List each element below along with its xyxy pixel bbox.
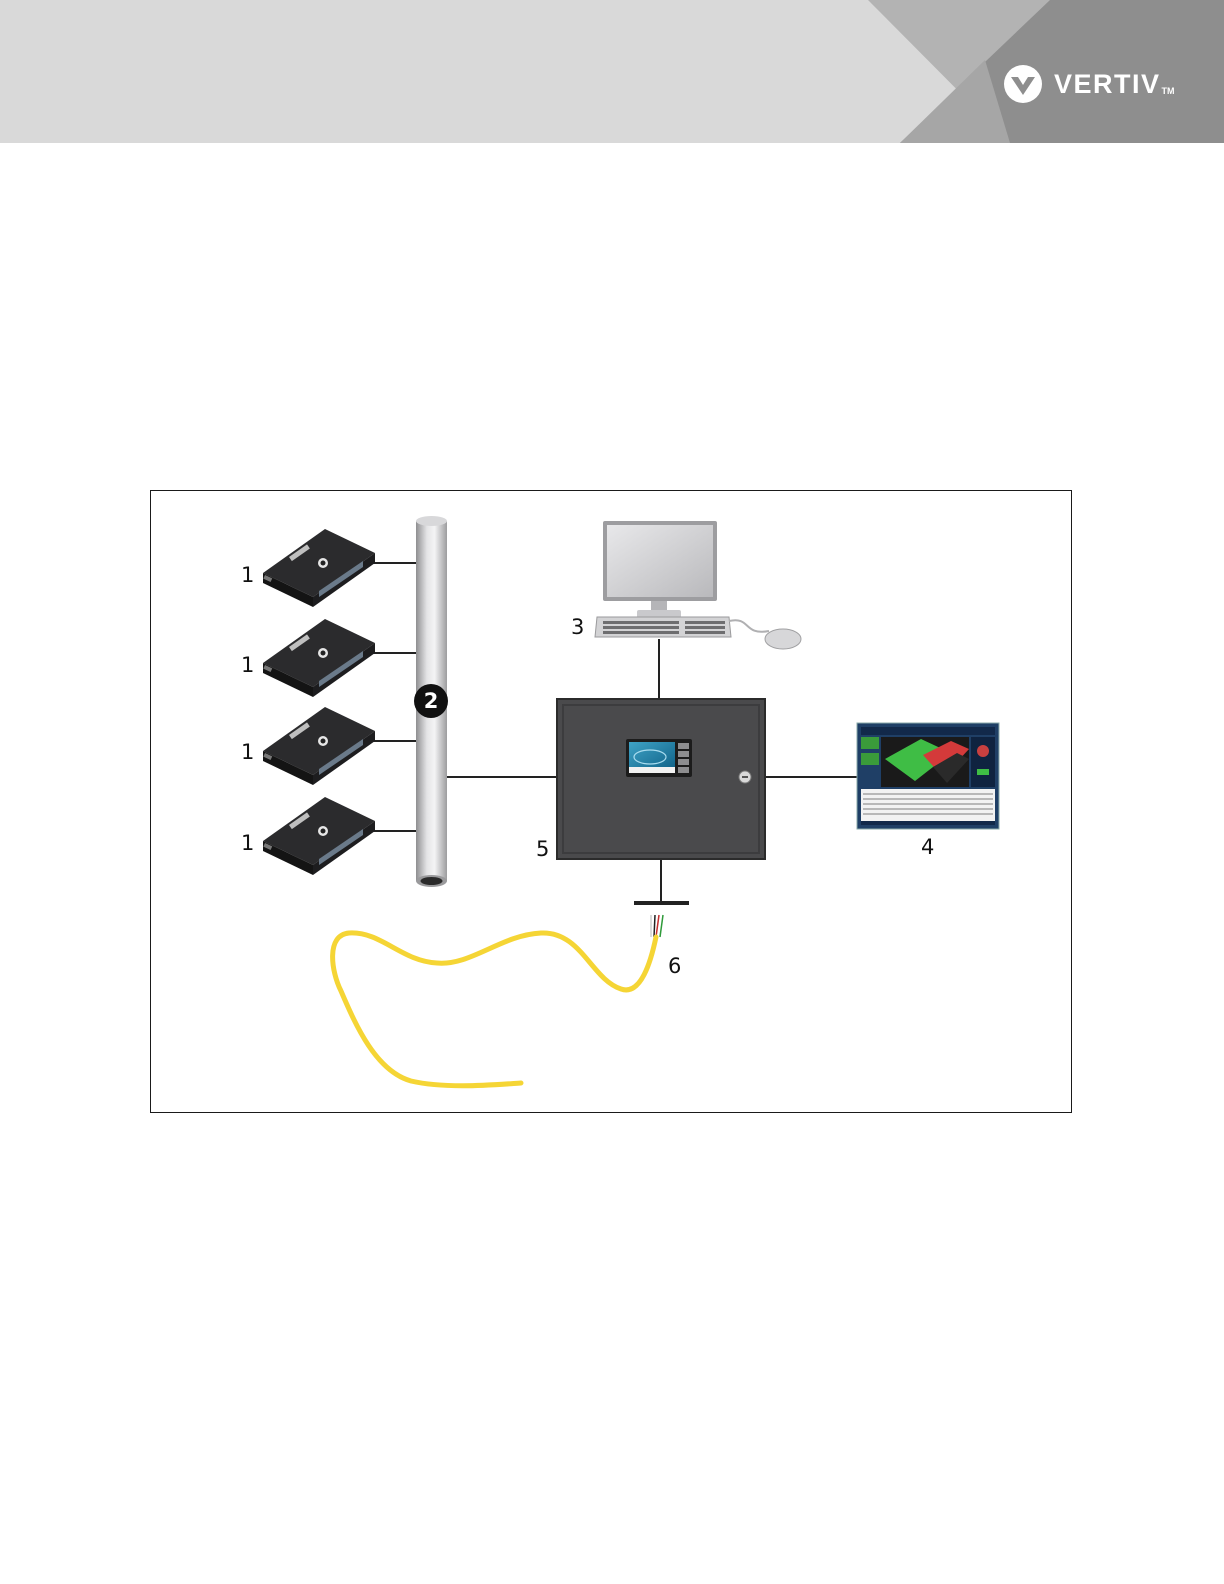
- sensor-module-icon: [263, 529, 375, 607]
- callout-sensor-1: 1: [241, 565, 254, 586]
- callout-sensing-cable: 6: [668, 956, 681, 977]
- callout-sensor-3: 1: [241, 742, 254, 763]
- callout-network: 2: [414, 684, 448, 718]
- callout-sensor-2: 1: [241, 655, 254, 676]
- sensor-module-icon: [263, 619, 375, 697]
- sensor-module-icon: [263, 797, 375, 875]
- vertiv-chevron-logo-icon: [1003, 64, 1043, 104]
- system-diagram: 1 1 1 1 2 3 4 5 6: [150, 490, 1072, 1113]
- monitoring-software-screen-icon: [857, 723, 999, 829]
- brand-name: VERTIV: [1054, 69, 1161, 100]
- callout-management-screen: 4: [921, 837, 934, 858]
- callout-workstation: 3: [571, 617, 584, 638]
- callout-sensor-4: 1: [241, 833, 254, 854]
- vertiv-logo: VERTIV TM: [1003, 63, 1175, 105]
- controller-panel-icon: [557, 699, 765, 859]
- leak-detection-cable-icon: [333, 915, 663, 1086]
- sensor-module-icon: [263, 707, 375, 785]
- trademark: TM: [1162, 86, 1175, 96]
- callout-controller: 5: [536, 839, 549, 860]
- desktop-computer-icon: [595, 521, 801, 649]
